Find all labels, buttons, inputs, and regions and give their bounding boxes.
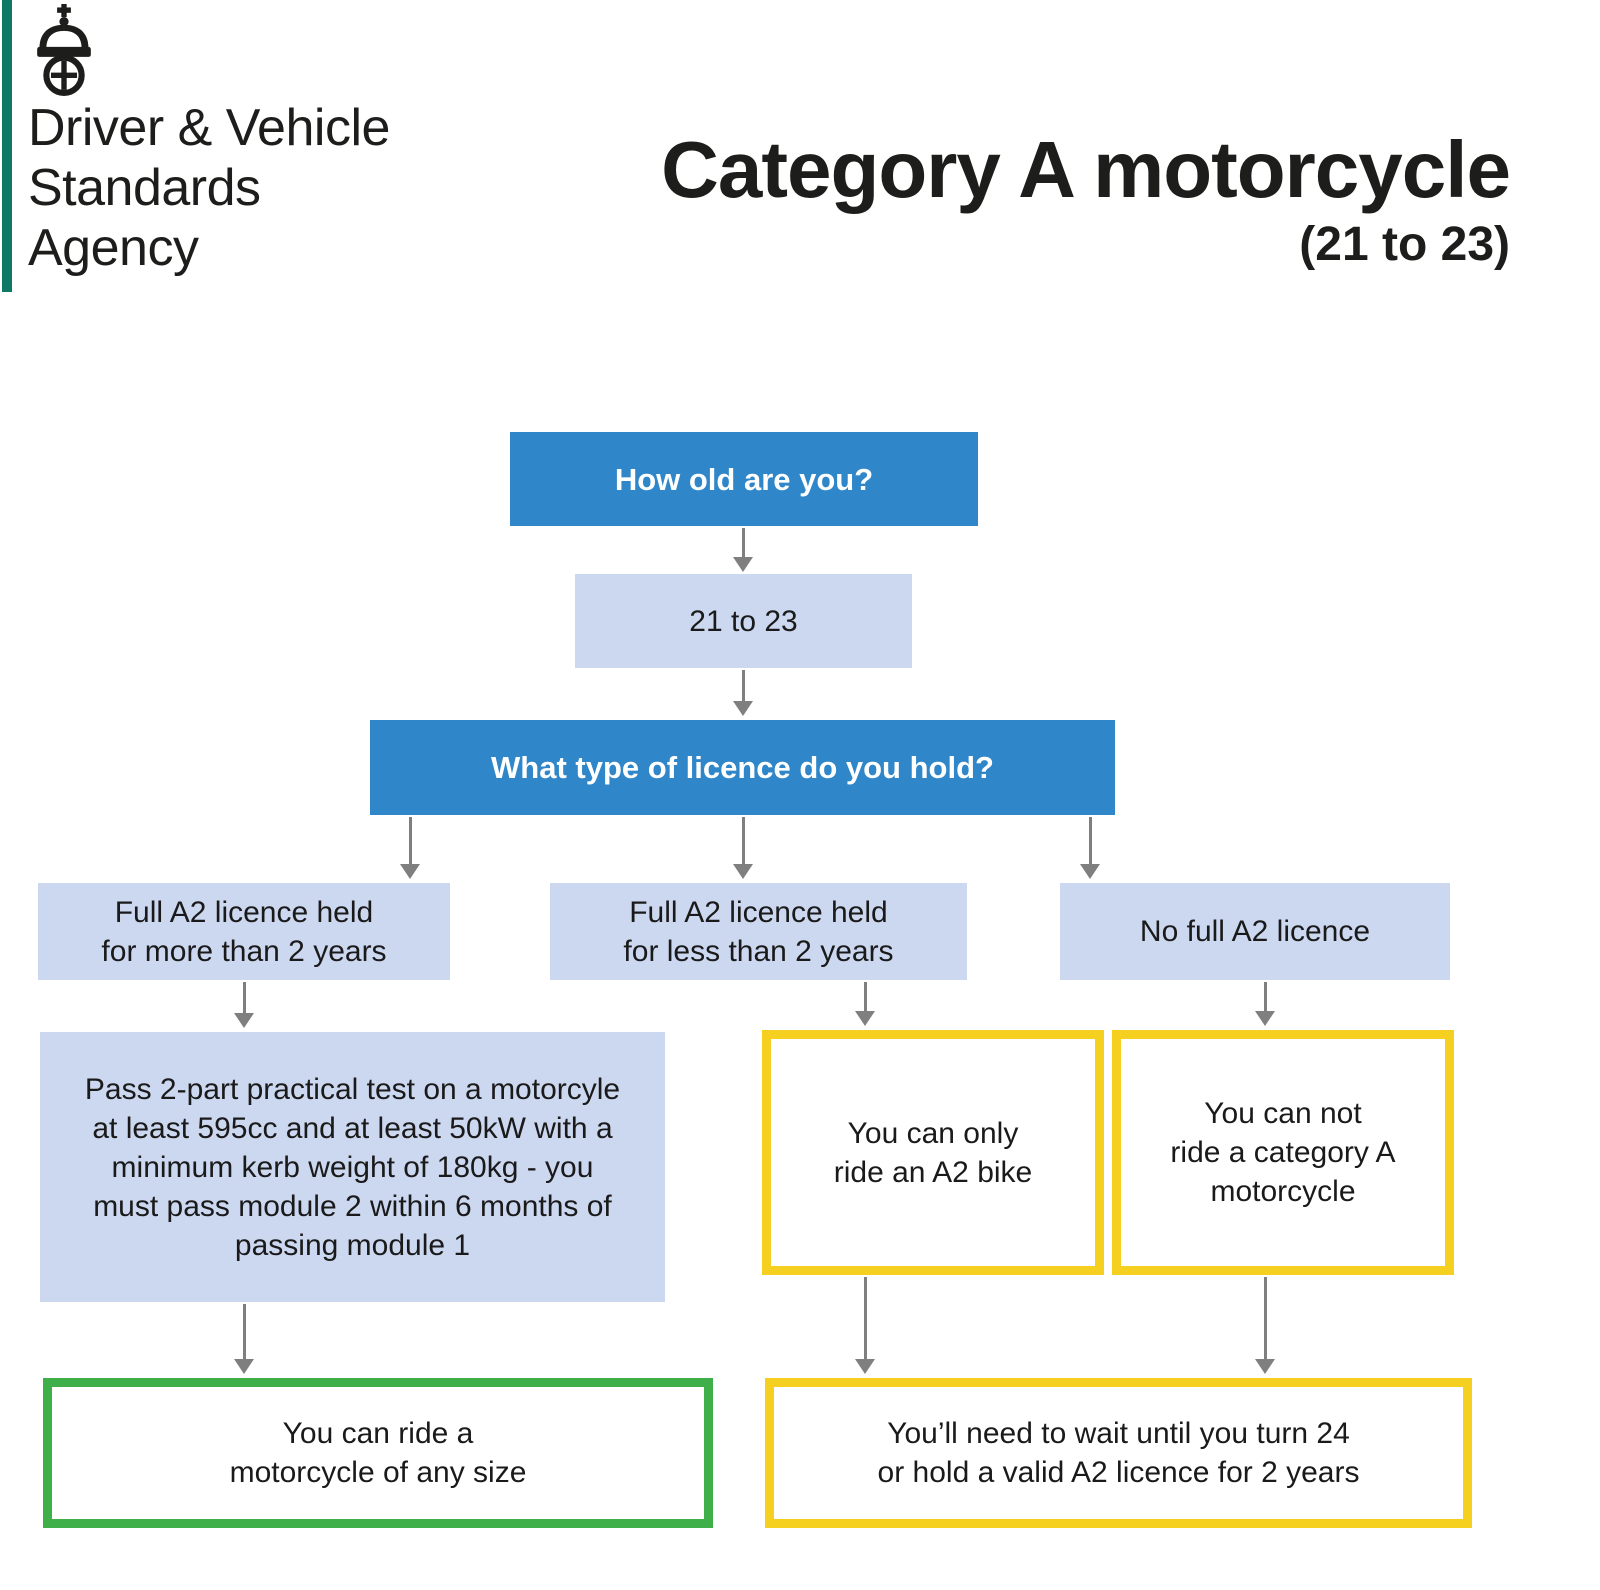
arrow-pass-test-to-any-size (234, 1304, 254, 1374)
outcome-pass-test-box: Pass 2-part practical test on a motorcyl… (40, 1032, 665, 1302)
page-subtitle: (21 to 23) (1299, 218, 1510, 271)
outcome-wait-box: You’ll need to wait until you turn 24 or… (765, 1378, 1472, 1528)
agency-name: Driver & Vehicle Standards Agency (28, 99, 390, 277)
arrow-age-answer-to-licence-question (733, 670, 753, 716)
outcome-any-size-box: You can ride a motorcycle of any size (43, 1378, 713, 1528)
arrow-licence-to-branch-left (400, 817, 420, 879)
page-title: Category A motorcycle (661, 125, 1511, 214)
arrow-age-question-to-answer (733, 528, 753, 572)
arrow-licence-to-branch-right (1080, 817, 1100, 879)
brand-bar (2, 0, 12, 292)
outcome-a2-only-box: You can only ride an A2 bike (762, 1030, 1104, 1275)
title-block: Category A motorcycle (21 to 23) (661, 125, 1511, 272)
arrow-a2-only-to-wait (855, 1277, 875, 1374)
arrow-no-cat-a-to-wait (1255, 1277, 1275, 1374)
question-age-box: How old are you? (510, 432, 978, 526)
branch-less-than-2-years-box: Full A2 licence held for less than 2 yea… (550, 883, 967, 980)
age-answer-box: 21 to 23 (575, 574, 912, 668)
arrow-licence-to-branch-middle (733, 817, 753, 879)
outcome-no-cat-a-box: You can not ride a category A motorcycle (1112, 1030, 1454, 1275)
branch-no-full-a2-box: No full A2 licence (1060, 883, 1450, 980)
arrow-branch-middle-to-a2-only (855, 982, 875, 1026)
arrow-branch-right-to-no-cat-a (1255, 982, 1275, 1026)
question-licence-box: What type of licence do you hold? (370, 720, 1115, 815)
arrow-branch-left-to-pass-test (234, 982, 254, 1028)
royal-crest-icon (37, 4, 91, 96)
branch-more-than-2-years-box: Full A2 licence held for more than 2 yea… (38, 883, 450, 980)
